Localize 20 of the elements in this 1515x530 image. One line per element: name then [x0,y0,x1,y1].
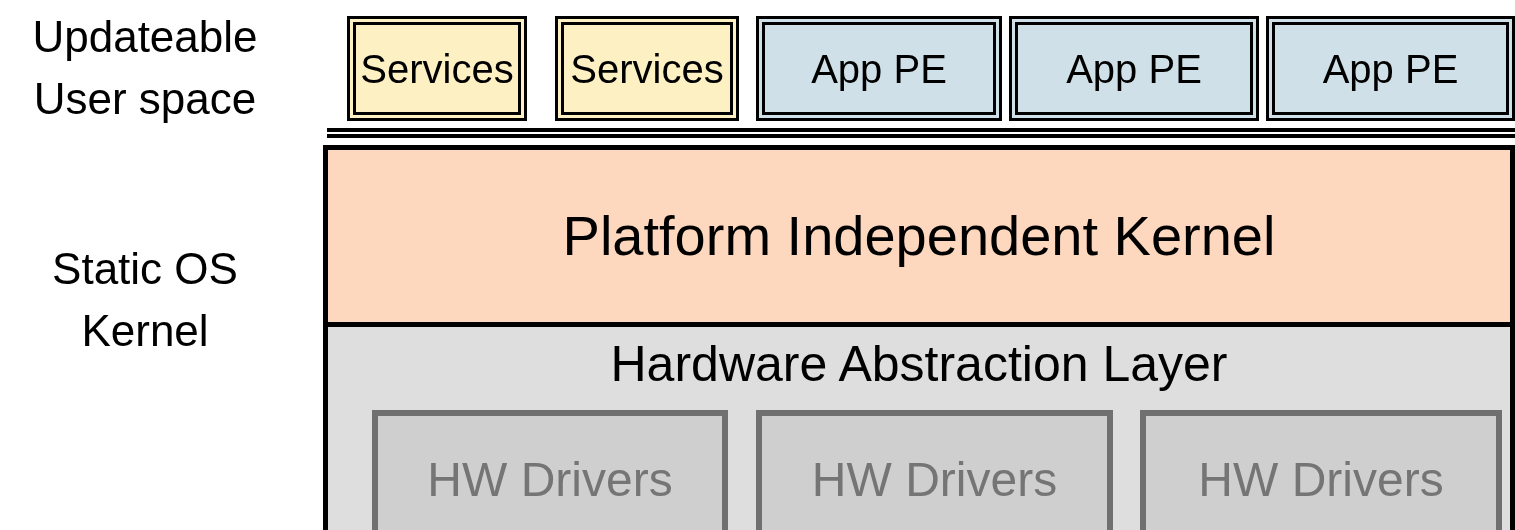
box-label: HW Drivers [811,453,1058,507]
box-label: Services [570,46,724,91]
box-label: HW Drivers [1198,453,1444,507]
service-box [347,16,527,121]
layer-label: Updateable User space [31,11,259,125]
box-label: App PE [1322,46,1459,91]
app-box [1266,16,1515,121]
app-box [1009,16,1259,121]
layer-label: Static OS Kernel [51,243,239,357]
driver-box [756,410,1113,530]
box-label: App PE [1066,46,1202,91]
box-label: Services [360,46,514,91]
box-label: HW Drivers [427,453,673,507]
driver-box [1140,410,1502,530]
driver-box [372,410,728,530]
box-label: App PE [811,46,947,91]
service-box [555,16,739,121]
app-box [756,16,1002,121]
box-label: Platform Independent Kernel [562,205,1276,267]
box-label: Hardware Abstraction Layer [610,337,1228,392]
